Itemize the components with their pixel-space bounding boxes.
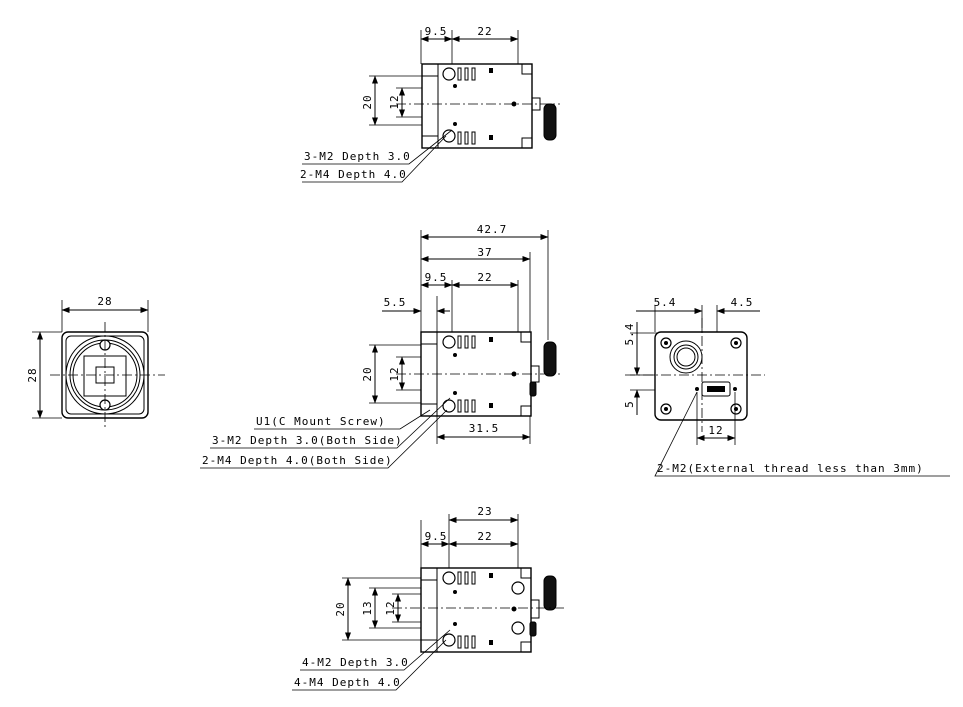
top-dim-12: 12: [388, 94, 401, 109]
side-view: 42.7 37 9.5 22 5.5 20 12: [200, 223, 560, 469]
bottom-cable-connector-icon: [543, 575, 557, 611]
top-note-m4: 2-M4 Depth 4.0: [300, 168, 407, 181]
side-dim-12: 12: [388, 366, 401, 381]
bottom-note-m4: 4-M4 Depth 4.0: [294, 676, 401, 689]
rear-dim-bottom: 12: [708, 424, 723, 437]
rear-dim-v-lower: 5: [623, 400, 636, 408]
side-dim-20: 20: [361, 366, 374, 381]
bottom-dim-9-5: 9.5: [425, 530, 448, 543]
bottom-dim-13: 13: [361, 600, 374, 615]
side-cable-connector-icon: [543, 341, 557, 377]
side-note-m4: 2-M4 Depth 4.0(Both Side): [202, 454, 393, 467]
side-dim-total: 42.7: [477, 223, 508, 236]
rear-dim-left: 5.4: [654, 296, 677, 309]
rear-dim-v-upper: 5.4: [623, 323, 636, 346]
front-dim-width: 28: [97, 295, 112, 308]
side-dim-bottom: 31.5: [469, 422, 500, 435]
side-dim-9-5: 9.5: [425, 271, 448, 284]
bottom-dim-20: 20: [334, 601, 347, 616]
side-dim-length: 37: [477, 246, 492, 259]
rear-view: 5.4 4.5 5.4 5 12 2-M2(External: [623, 296, 950, 477]
top-note-m2: 3-M2 Depth 3.0: [304, 150, 411, 163]
bottom-note-m2: 4-M2 Depth 3.0: [302, 656, 409, 669]
front-dim-height: 28: [26, 367, 39, 382]
top-cable-connector-icon: [543, 103, 557, 141]
top-view: 9.5 22 20 12 3-M2 Depth 3.0 2-: [300, 25, 560, 183]
usb-port-icon: [701, 381, 731, 397]
rear-dim-right: 4.5: [731, 296, 754, 309]
top-dim-22: 22: [477, 25, 492, 38]
rear-note-m2: 2-M2(External thread less than 3mm): [657, 462, 924, 475]
top-dim-9-5: 9.5: [425, 25, 448, 38]
top-dim-20: 20: [361, 94, 374, 109]
front-view: 28 28: [26, 295, 165, 430]
bottom-dim-22: 22: [477, 530, 492, 543]
side-note-c-mount: U1(C Mount Screw): [256, 415, 386, 428]
bottom-dim-total: 23: [477, 505, 492, 518]
bottom-view: 23 9.5 22 20 13 12: [292, 505, 566, 691]
side-dim-flange: 5.5: [384, 296, 407, 309]
side-dim-22: 22: [477, 271, 492, 284]
side-note-m2: 3-M2 Depth 3.0(Both Side): [212, 434, 403, 447]
bottom-dim-12: 12: [384, 600, 397, 615]
